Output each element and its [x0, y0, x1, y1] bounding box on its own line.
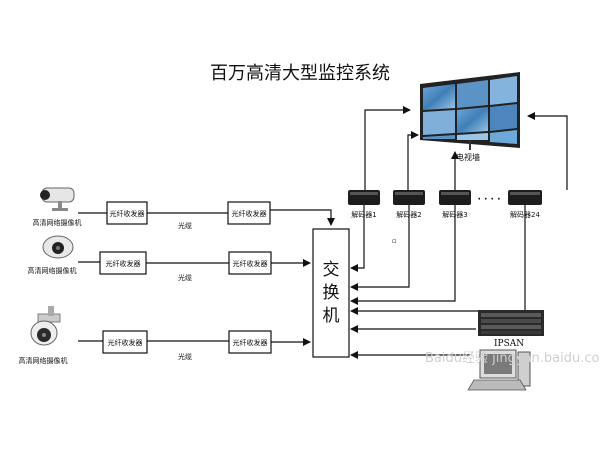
fiber-2-label: 光缆: [178, 273, 192, 282]
transceiver-3-left: [102, 330, 148, 354]
ipsan-label: IPSAN: [494, 339, 524, 349]
transceiver-2-left-label: 光纤收发器: [106, 259, 141, 268]
transceiver-1-right: [227, 201, 271, 225]
transceiver-1-right-label: 光纤收发器: [232, 209, 267, 218]
decoder-ellipsis: · · · ·: [477, 195, 500, 205]
watermark: Baidu经验 jingyan.baidu.com: [425, 350, 600, 366]
switch-char-2: 换: [323, 283, 340, 303]
ipsan-storage: [478, 310, 544, 336]
tv-wall-label: 电视墙: [456, 152, 480, 162]
transceiver-1-left-label: 光纤收发器: [110, 209, 145, 218]
transceiver-2-right-label: 光纤收发器: [233, 259, 268, 268]
transceiver-3-right-label: 光纤收发器: [233, 338, 268, 347]
fiber-3-label: 光缆: [178, 352, 192, 361]
switch-char-3: 机: [323, 306, 340, 326]
dome-camera: [42, 235, 74, 259]
fiber-1-label: 光缆: [178, 221, 192, 230]
tv-wall-screens: [423, 76, 517, 144]
storage-lines: [350, 325, 476, 359]
camera-1-label: 高清网络摄像机: [33, 218, 82, 227]
diagram-title: 百万高清大型监控系统: [210, 63, 390, 84]
switch-to-decoder-lines: [350, 205, 526, 315]
camera-2-label: 高清网络摄像机: [28, 266, 77, 275]
tv-wall-feed-lines: [364, 106, 568, 190]
decoder-2: [393, 190, 425, 205]
svg-text:▫: ▫: [392, 237, 397, 245]
decoder-3: [439, 190, 471, 205]
decoder-24: [508, 190, 542, 205]
ptz-camera: [30, 306, 61, 346]
network-switch: [312, 228, 350, 358]
camera-3-label: 高清网络摄像机: [19, 356, 68, 365]
tv-wall: [420, 72, 520, 150]
bullet-camera: [40, 187, 75, 211]
decoder-1: [348, 190, 380, 205]
switch-char-1: 交: [323, 260, 340, 280]
workstation: [467, 349, 531, 391]
transceiver-1-to-switch: [270, 209, 335, 226]
transceiver-3-left-label: 光纤收发器: [108, 338, 143, 347]
